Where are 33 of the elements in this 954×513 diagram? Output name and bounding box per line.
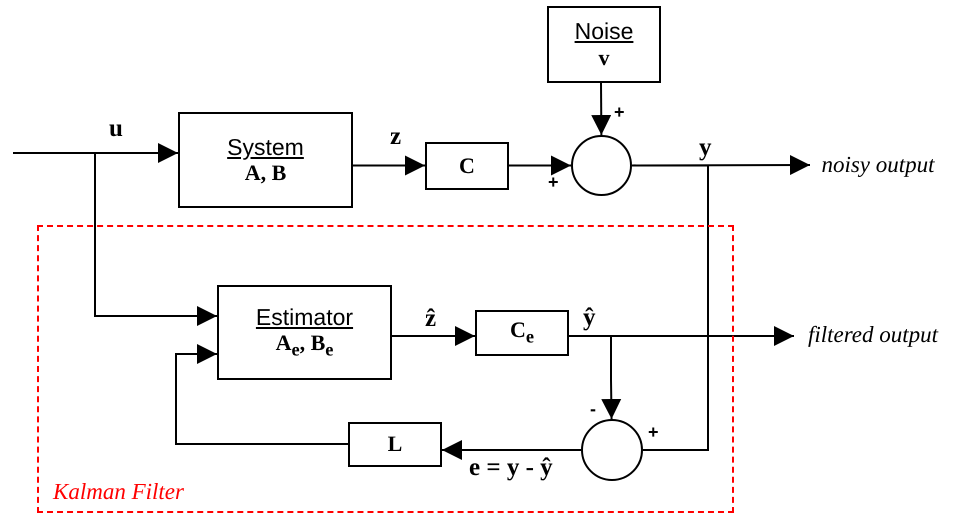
block-box — [178, 112, 353, 208]
block-box — [475, 310, 569, 356]
block-title: Estimator — [256, 304, 354, 330]
block-title: Noise — [574, 18, 634, 45]
region-label: Kalman Filter — [53, 479, 184, 505]
block-box — [348, 422, 442, 467]
sign-label: + — [614, 103, 625, 121]
block-box — [217, 285, 392, 380]
connector-arrow — [509, 156, 571, 176]
block-title: System — [227, 134, 304, 160]
edge-label: ŷ — [582, 305, 596, 330]
block-parameter: A, B — [244, 160, 286, 186]
connector-arrow — [442, 440, 581, 460]
connector-arrow — [353, 156, 425, 176]
output-label: filtered output — [794, 318, 952, 352]
connector-arrow — [13, 152, 217, 326]
block-parameter: v — [598, 44, 610, 71]
block-box — [425, 142, 509, 190]
output-label: noisy output — [810, 150, 946, 180]
kalman-filter-boundary — [37, 225, 734, 513]
block-parameter: L — [388, 431, 402, 458]
sign-label: - — [590, 400, 596, 418]
edge-label: e = y - ŷ — [468, 455, 554, 480]
block-parameter: C$_{e}$ — [510, 317, 534, 349]
block-box — [547, 6, 661, 83]
connector-arrow — [392, 326, 475, 346]
sign-label: + — [648, 423, 659, 441]
connector-arrow — [569, 335, 622, 420]
connector-arrow — [175, 344, 348, 445]
sign-label: + — [548, 173, 559, 191]
block-parameter: C — [459, 152, 475, 180]
connector-arrow — [591, 83, 612, 135]
block-parameter: A$_{e}$, B$_{e}$ — [276, 330, 334, 362]
